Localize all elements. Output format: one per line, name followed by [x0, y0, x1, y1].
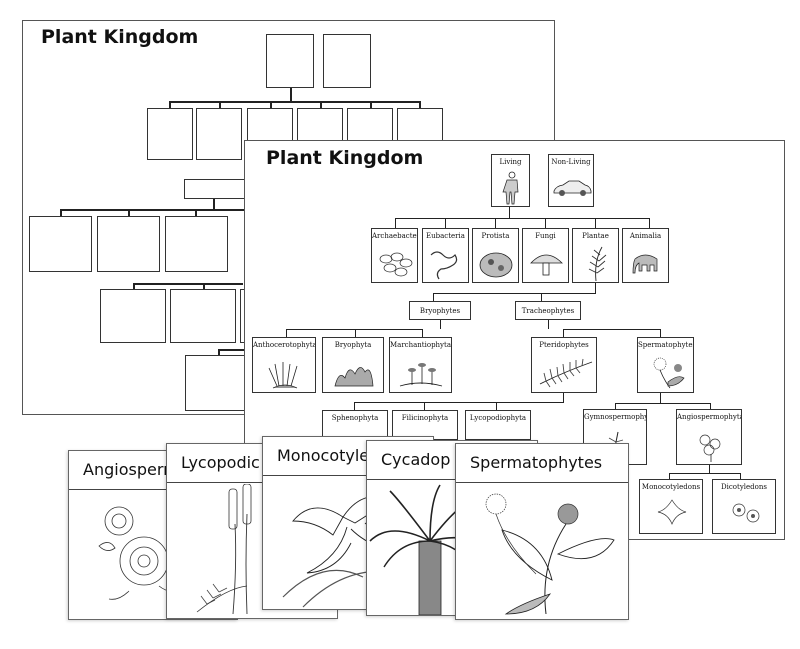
node-plantae: Plantae [572, 228, 619, 283]
blank-box [147, 108, 193, 160]
node-non-living: Non-Living [548, 154, 594, 207]
node-monocotyledons: Monocotyledons [639, 479, 703, 534]
blank-label-box [184, 179, 246, 199]
back-sheet-title: Plant Kingdom [41, 26, 199, 48]
card-spermatophytes: Spermatophytes [455, 443, 629, 620]
blank-box [97, 216, 160, 272]
flowering-plant-icon [485, 493, 615, 615]
node-fungi: Fungi [522, 228, 569, 283]
fern-frond-icon [539, 358, 593, 388]
elephant-icon [632, 254, 658, 274]
archaebacteria-icon [379, 252, 413, 277]
person-icon [502, 171, 519, 205]
dicot-flower-icon [732, 503, 760, 523]
node-marchantiophyta: Marchantiophyta [389, 337, 452, 393]
liverwort-icon [399, 363, 443, 387]
node-tracheophytes: Tracheophytes [515, 301, 581, 320]
node-lycopodiophyta: Lycopodiophyta [465, 410, 531, 440]
fern-icon [588, 246, 607, 282]
node-spermatophytes: Spermatophytes [637, 337, 694, 393]
node-dicotyledons: Dicotyledons [712, 479, 776, 534]
blank-box [100, 289, 166, 343]
protista-icon [479, 252, 513, 278]
blank-box [29, 216, 92, 272]
node-bryophyta: Bryophyta [322, 337, 384, 393]
node-anthocerotophyta: Anthocerotophyta [252, 337, 316, 393]
flower-cluster-icon [699, 434, 721, 462]
blank-box [185, 355, 247, 411]
node-animalia: Animalia [622, 228, 669, 283]
blank-box [266, 34, 314, 88]
node-living: Living [491, 154, 530, 207]
moss-icon [334, 367, 374, 387]
node-eubacteria: Eubacteria [422, 228, 469, 283]
hornwort-icon [268, 362, 298, 389]
node-sphenophyta: Sphenophyta [322, 410, 388, 440]
car-icon [553, 180, 592, 196]
dandelion-icon [653, 357, 685, 389]
blank-box [165, 216, 228, 272]
node-angiospermophyta: Angiospermophyta [676, 409, 742, 465]
blank-box [196, 108, 242, 160]
node-bryophytes: Bryophytes [409, 301, 471, 320]
node-protista: Protista [472, 228, 519, 283]
mushroom-icon [530, 254, 563, 276]
node-archaebacteria: Archaebacteria [371, 228, 418, 283]
blank-box [170, 289, 236, 343]
blank-box [323, 34, 371, 88]
front-sheet-title: Plant Kingdom [266, 147, 424, 169]
node-pteridophytes: Pteridophytes [531, 337, 597, 393]
clubmoss-icon [196, 484, 252, 615]
monocot-flower-icon [657, 499, 687, 525]
eubacteria-icon [430, 251, 458, 280]
